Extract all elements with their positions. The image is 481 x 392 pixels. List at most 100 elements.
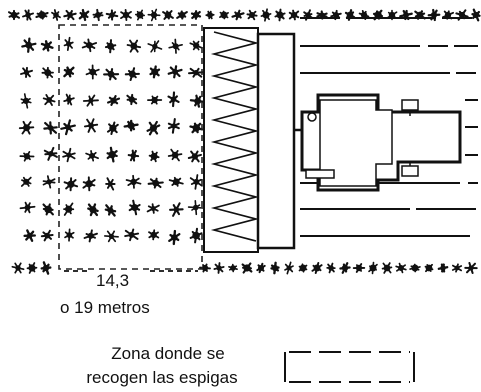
plant-icon	[41, 66, 54, 79]
plant-icon	[339, 262, 351, 274]
plant-icon	[147, 95, 163, 105]
plant-icon	[167, 65, 183, 79]
plant-icon	[60, 119, 76, 136]
plant-icon	[26, 262, 38, 274]
plant-icon	[124, 67, 140, 82]
plant-icon	[241, 262, 253, 274]
plant-icon	[63, 9, 77, 21]
plant-icon	[189, 94, 206, 108]
plant-icon	[311, 262, 323, 274]
plant-icon	[40, 40, 54, 52]
plant-icon	[8, 9, 20, 21]
plant-icon	[187, 199, 204, 216]
plant-icon	[35, 10, 49, 20]
plant-icon	[107, 95, 121, 106]
plant-icon	[83, 229, 98, 243]
plant-icon	[395, 262, 407, 274]
plant-icon	[167, 148, 183, 162]
plant-icon	[43, 121, 58, 135]
plant-icon	[284, 261, 294, 275]
collection-zone	[58, 24, 203, 270]
plant-icon	[62, 147, 76, 163]
plant-icon	[63, 93, 75, 106]
measure-alt-value: o 19 metros	[60, 298, 150, 317]
plant-icon	[451, 263, 463, 273]
plant-icon	[149, 65, 161, 79]
legend-zone-symbol	[284, 351, 415, 383]
plant-icon	[63, 177, 79, 192]
plant-icon	[42, 203, 54, 216]
plant-icon	[424, 263, 434, 273]
plant-icon	[105, 177, 116, 191]
tractor-icon	[300, 93, 462, 192]
plant-icon	[105, 9, 119, 21]
plant-icon	[104, 39, 117, 54]
plant-icon	[167, 91, 180, 108]
plant-icon	[134, 9, 146, 21]
plant-icon	[471, 8, 481, 22]
plant-icon	[352, 263, 366, 273]
plant-icon	[189, 122, 204, 134]
plant-icon	[147, 40, 163, 53]
plant-icon	[23, 229, 36, 242]
plant-icon	[120, 8, 132, 22]
plant-icon	[103, 68, 120, 81]
plant-icon	[106, 121, 119, 136]
plant-icon	[205, 10, 215, 20]
plant-icon	[219, 10, 229, 20]
harvested-rows	[300, 17, 478, 237]
plant-icon	[260, 8, 272, 22]
plant-icon	[190, 10, 202, 20]
unharvested-crop-field	[8, 8, 481, 275]
plant-icon	[125, 174, 142, 189]
plant-icon	[188, 67, 204, 78]
plant-icon	[83, 118, 99, 133]
plant-icon	[78, 8, 90, 22]
plant-icon	[40, 261, 52, 275]
plant-icon	[124, 228, 140, 242]
plant-icon	[126, 39, 142, 53]
plant-icon	[63, 202, 75, 216]
plant-icon	[22, 9, 34, 21]
plant-icon	[168, 176, 184, 187]
plant-icon	[189, 227, 203, 244]
plant-icon	[20, 93, 32, 109]
plant-icon	[51, 9, 61, 21]
plant-icon	[330, 9, 342, 21]
plant-icon	[82, 94, 99, 107]
plant-icon	[20, 176, 32, 187]
plant-icon	[43, 146, 58, 161]
plant-icon	[18, 120, 35, 135]
plant-icon	[42, 93, 56, 107]
plant-icon	[63, 36, 74, 51]
plant-icon	[169, 202, 184, 217]
measure-value: 14,3	[96, 271, 130, 290]
legend-label-line2: recogen las espigas	[86, 368, 238, 387]
plant-icon	[85, 150, 99, 162]
plant-icon	[64, 228, 75, 242]
plant-icon	[103, 230, 119, 243]
plant-icon	[92, 8, 104, 22]
plant-icon	[147, 8, 161, 22]
plant-icon	[228, 263, 238, 273]
plant-icon	[19, 151, 35, 162]
harvester-header-icon	[203, 27, 302, 253]
plant-icon	[464, 261, 478, 275]
plant-icon	[146, 120, 161, 136]
plant-icon	[298, 263, 308, 273]
plant-icon	[104, 204, 117, 217]
plant-icon	[270, 261, 280, 275]
plant-icon	[85, 64, 100, 80]
plant-icon	[455, 9, 469, 21]
plant-icon	[326, 262, 336, 274]
plant-icon	[63, 66, 75, 78]
plant-icon	[11, 262, 25, 274]
plant-icon	[167, 118, 180, 134]
plant-icon	[128, 199, 141, 216]
plant-icon	[40, 229, 54, 242]
legend-label-line1: Zona donde se	[111, 344, 225, 363]
plant-icon	[148, 229, 160, 241]
plant-icon	[187, 150, 202, 163]
plant-icon	[148, 150, 160, 163]
